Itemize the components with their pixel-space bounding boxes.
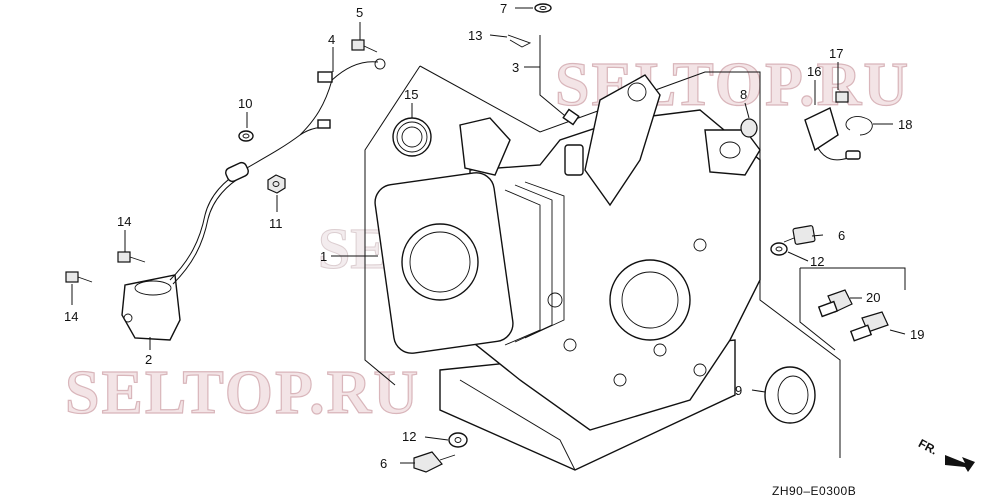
- callout-18: 18: [898, 117, 912, 132]
- callout-13: 13: [468, 28, 482, 43]
- part-dipstick-tube-3: [539, 35, 580, 126]
- callout-7: 7: [500, 1, 507, 16]
- part-bolt-6b: [413, 451, 456, 473]
- part-bolt-6a: [783, 225, 816, 245]
- part-clip-13: [507, 34, 532, 48]
- part-washer-12b: [448, 432, 468, 448]
- callout-4: 4: [328, 32, 335, 47]
- callout-3: 3: [512, 60, 519, 75]
- callout-8: 8: [740, 87, 747, 102]
- callout-11: 11: [269, 216, 283, 231]
- part-switch-bracket-16: [804, 107, 861, 161]
- part-screw-5: [351, 39, 378, 53]
- part-washer-7: [534, 3, 552, 13]
- assembly-frame-lines: [364, 65, 906, 458]
- callout-14a: 14: [117, 214, 131, 229]
- part-bolt-14b: [65, 271, 93, 283]
- front-direction-indicator: FR.: [916, 436, 975, 472]
- callout-12a: 12: [810, 254, 824, 269]
- callout-1: 1: [320, 249, 327, 264]
- part-fitting-19: [849, 311, 889, 342]
- part-nut-11: [267, 174, 286, 194]
- part-wiring-harness: [169, 58, 386, 285]
- part-fitting-20: [817, 289, 853, 318]
- callout-6a: 6: [838, 228, 845, 243]
- callout-5: 5: [356, 5, 363, 20]
- callout-19: 19: [910, 327, 924, 342]
- part-clamp-18: [845, 116, 873, 136]
- front-label: FR.: [916, 436, 940, 457]
- leader-lines: [71, 7, 906, 464]
- part-screw-17: [835, 91, 849, 103]
- cylinder-fins: [504, 181, 565, 346]
- callout-6b: 6: [380, 456, 387, 471]
- callout-15: 15: [404, 87, 418, 102]
- part-oil-alert-switch: [121, 274, 181, 341]
- callout-16: 16: [807, 64, 821, 79]
- callout-2: 2: [145, 352, 152, 367]
- part-oil-seal-9: [764, 366, 816, 424]
- part-bearing-15: [392, 117, 432, 157]
- part-plug-8: [740, 118, 758, 138]
- callout-12b: 12: [402, 429, 416, 444]
- callout-10: 10: [238, 96, 252, 111]
- callout-9: 9: [735, 383, 742, 398]
- watermark-bottom-left: SELTOP.RU: [65, 359, 420, 427]
- front-arrow-icon: [945, 455, 975, 472]
- crankcase-block: [374, 74, 761, 471]
- callout-20: 20: [866, 290, 880, 305]
- drawing-code: ZH90–E0300B: [772, 484, 856, 498]
- callout-labels: 1 2 3 4 5 6 6 7 8 9 10 11 12 12 13 14 14…: [64, 1, 924, 471]
- part-washer-12a: [770, 242, 788, 256]
- callout-14b: 14: [64, 309, 78, 324]
- part-washer-10: [238, 130, 254, 142]
- callout-17: 17: [829, 46, 843, 61]
- part-bolt-14a: [117, 251, 146, 263]
